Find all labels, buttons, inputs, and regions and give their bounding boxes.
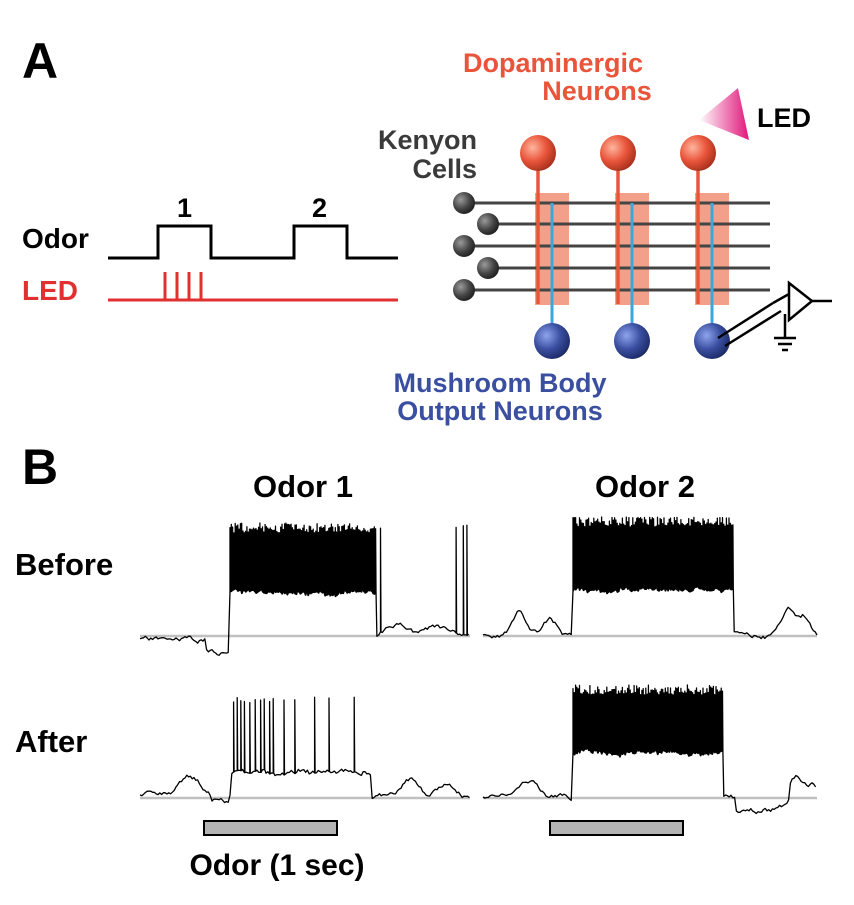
kc-soma (453, 279, 475, 301)
trace-before-odor1 (139, 522, 470, 656)
odor-bar-1 (203, 820, 338, 836)
odor-bar-2 (549, 820, 684, 836)
electrode-amplifier-icon (717, 280, 832, 352)
circuit-diagram: Dopaminergic Neurons Kenyon Cells (378, 48, 832, 426)
odor-bar-label: Odor (1 sec) (189, 849, 364, 882)
kc-soma (453, 235, 475, 257)
stimulus-protocol: Odor LED 1 2 (22, 193, 398, 306)
kc-label-line1: Kenyon (378, 125, 477, 155)
pulse-2-label: 2 (312, 193, 327, 223)
mbon-label-line1: Mushroom Body (394, 368, 607, 398)
odor-row-label: Odor (22, 223, 89, 254)
panel-label-a: A (22, 33, 58, 89)
trace-after-odor1 (139, 696, 470, 804)
row-label-before: Before (15, 547, 113, 582)
mbon-label-line2: Output Neurons (397, 396, 602, 426)
trace-after-odor2 (482, 684, 817, 815)
led-row-label: LED (22, 275, 78, 306)
pulse-1-label: 1 (177, 193, 192, 223)
kc-soma (477, 257, 499, 279)
dan-label-line1: Dopaminergic (463, 48, 643, 78)
led-light-icon (699, 88, 749, 140)
mbon-soma-2 (614, 323, 650, 359)
mbon-soma-1 (534, 323, 570, 359)
kc-label-line2: Cells (412, 154, 477, 184)
dan-soma-3 (680, 135, 716, 171)
column-title-odor-1: Odor 1 (253, 469, 353, 504)
odor-pulse-trace (108, 224, 398, 260)
row-label-after: After (15, 724, 87, 759)
dan-soma-1 (520, 135, 556, 171)
panel-label-b: B (22, 439, 58, 495)
dan-label-line2: Neurons (542, 76, 652, 106)
trace-before-odor2 (482, 516, 818, 640)
mbon-soma-3 (694, 323, 730, 359)
kc-soma (477, 213, 499, 235)
dan-soma-2 (600, 135, 636, 171)
led-circuit-label: LED (757, 103, 811, 133)
kc-soma (453, 192, 475, 214)
column-title-odor-2: Odor 2 (595, 469, 695, 504)
